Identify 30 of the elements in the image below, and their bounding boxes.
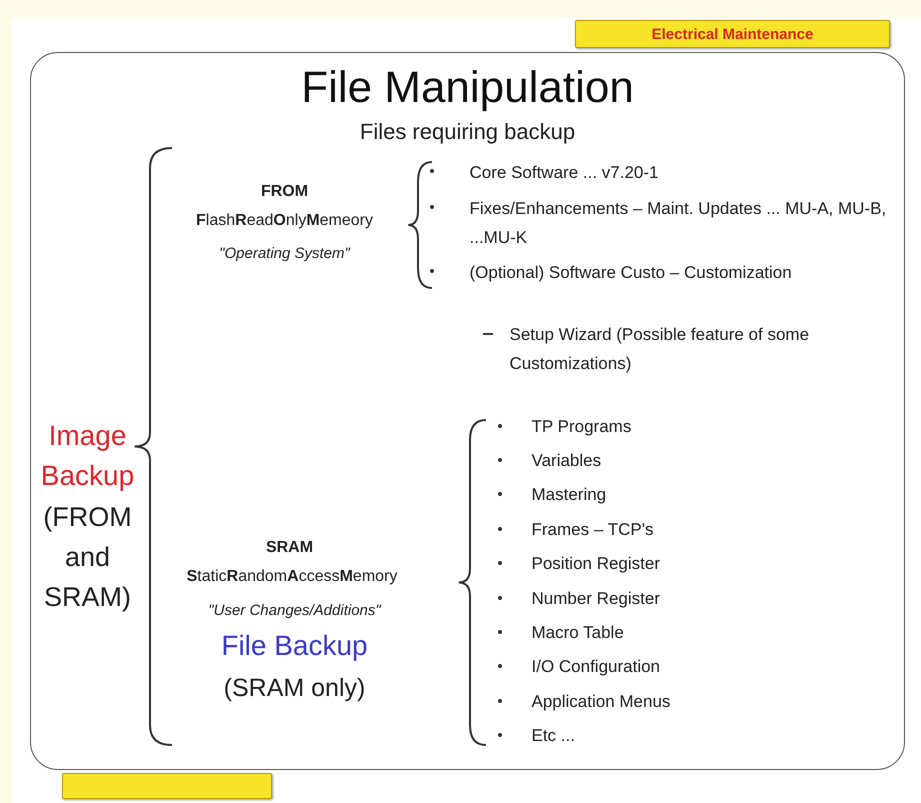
bullet-item: Position Register (532, 553, 662, 576)
footer-tag (62, 773, 272, 799)
memory-description: "Operating System" (218, 244, 352, 262)
bullet-item: Mastering (532, 484, 608, 506)
bullet-item: Frames – TCP's (532, 518, 654, 541)
bullet-item: I/O Configuration (532, 656, 662, 678)
header-title: Electrical Maintenance (652, 26, 814, 42)
memory-description: "User Changes/Additions" (207, 602, 382, 618)
heading-text: (SRAM only) (222, 674, 366, 702)
bullet-item: Number Register (532, 588, 661, 610)
bullet-item: Etc ... (532, 725, 576, 748)
bullet-item: Fixes/Enhancements – Maint. Updates ... MU-A, MU-B, ...MU-K (470, 198, 888, 248)
bullet-item: Core Software ... v7.20-1 (470, 162, 660, 184)
heading-text: File Backup (220, 630, 369, 662)
heading-text: Image Backup (40, 418, 136, 493)
header-tag (575, 20, 890, 48)
memory-name: SRAM (264, 538, 314, 556)
memory-full-name: StaticRandomAccessMemory (186, 568, 398, 586)
bullet-item: Macro Table (532, 622, 625, 644)
sub-bullet-item: Setup Wizard (Possible feature of some Customizations) (510, 324, 810, 374)
slide-title: File Manipulation (300, 63, 635, 113)
bullet-item: Variables (532, 450, 602, 472)
memory-full-name: FlashReadOnlyMemeory (195, 212, 374, 230)
heading-text: (FROM and SRAM) (42, 500, 133, 614)
bullet-item: TP Programs (532, 416, 632, 438)
bullet-item: (Optional) Software Custo – Customization (470, 262, 793, 284)
slide-subtitle: Files requiring backup (358, 119, 576, 145)
bullet-item: Application Menus (532, 690, 672, 713)
memory-name: FROM (260, 182, 310, 200)
slide-frame (30, 52, 905, 770)
